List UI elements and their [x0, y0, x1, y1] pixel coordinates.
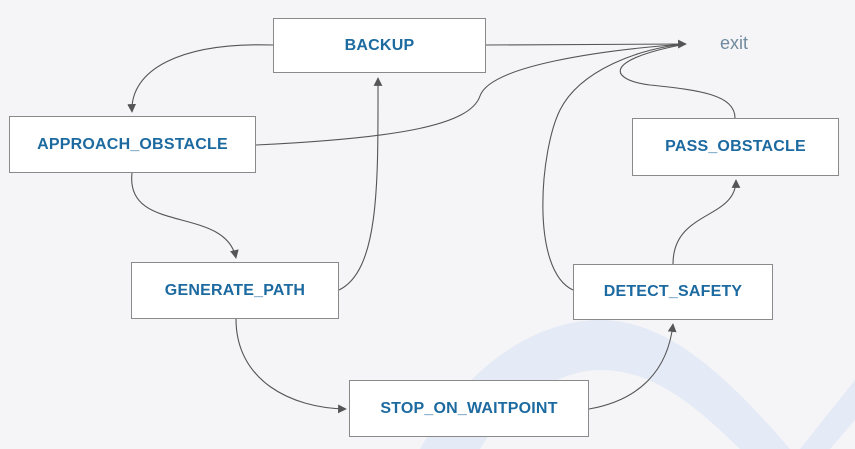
watermark-band [420, 320, 790, 449]
edge-detect-to-pass [672, 179, 741, 265]
edge-generate-to-backup [338, 77, 383, 291]
edge-pass-to-exit [619, 43, 736, 119]
edge-approach-to-generate [131, 172, 239, 259]
state-approach-obstacle-label: APPROACH_OBSTACLE [37, 135, 228, 153]
edge-approach-to-exit [255, 43, 687, 146]
edge-detect-to-exit [542, 43, 687, 291]
edge-stop-to-detect [588, 323, 677, 410]
state-detect-safety-label: DETECT_SAFETY [603, 283, 743, 300]
state-generate-path: GENERATE_PATH [131, 262, 339, 319]
edge-backup-to-exit [485, 39, 687, 49]
state-backup: BACKUP [273, 18, 486, 73]
state-detect-safety: DETECT_SAFETY [573, 264, 773, 320]
state-pass-obstacle-label: PASS_OBSTACLE [665, 138, 806, 155]
watermark-band-edge [800, 380, 855, 449]
edge-backup-to-approach [127, 44, 274, 113]
state-approach-obstacle: APPROACH_OBSTACLE [9, 116, 256, 173]
state-generate-path-label: GENERATE_PATH [164, 281, 306, 299]
exit-label: exit [720, 33, 749, 53]
state-pass-obstacle: PASS_OBSTACLE [632, 118, 839, 176]
edge-generate-to-stop [235, 318, 347, 414]
state-stop-on-waitpoint-label: STOP_ON_WAITPOINT [380, 399, 558, 417]
state-stop-on-waitpoint: STOP_ON_WAITPOINT [349, 380, 589, 437]
state-backup-label: BACKUP [344, 36, 415, 54]
